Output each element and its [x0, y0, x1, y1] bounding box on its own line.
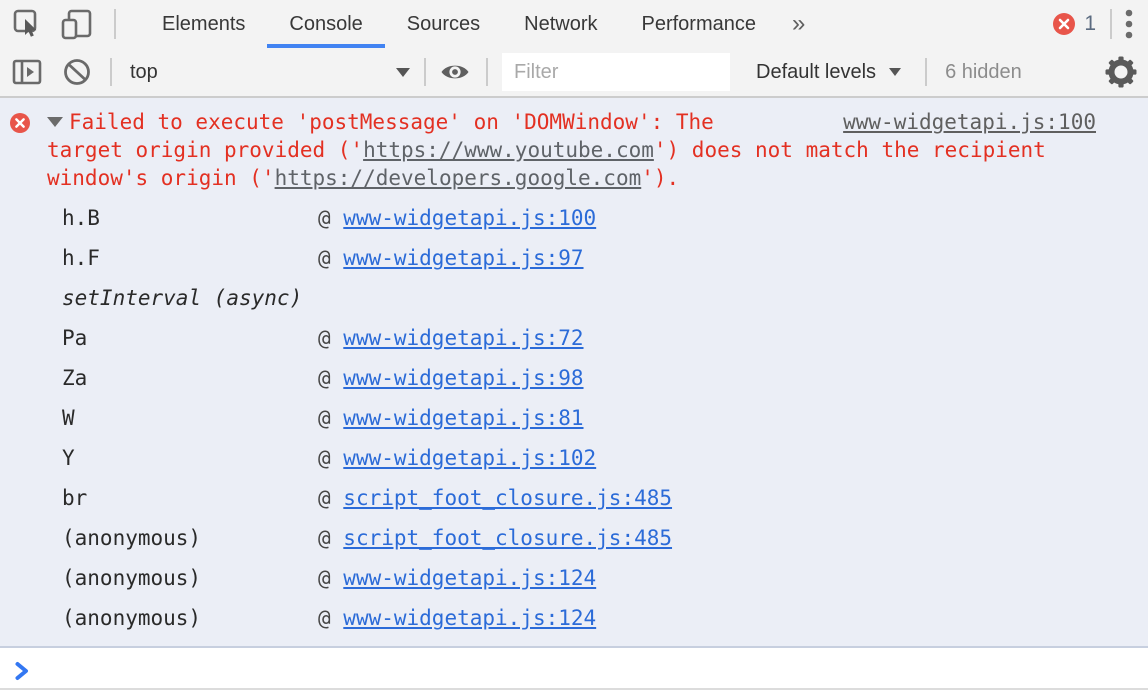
- stack-frame-at: @: [318, 446, 344, 470]
- stack-frame-link[interactable]: www-widgetapi.js:100: [343, 206, 597, 230]
- tab-label: Console: [289, 12, 363, 35]
- toolbar-separator: [114, 9, 116, 39]
- kebab-menu-icon[interactable]: [1124, 9, 1134, 39]
- stack-frame-at: @: [318, 246, 344, 270]
- panel-tabs: Elements Console Sources Network Perform…: [140, 0, 778, 48]
- stack-frame-fn: h.B: [62, 206, 100, 230]
- stack-frame-row: Y @ www-widgetapi.js:102: [0, 438, 1148, 478]
- settings-gear-icon[interactable]: [1104, 55, 1138, 89]
- stack-frame-row: Pa @ www-widgetapi.js:72: [0, 318, 1148, 358]
- error-line-2: target origin provided (': [47, 138, 364, 162]
- stack-frame-link[interactable]: www-widgetapi.js:97: [343, 246, 584, 270]
- stack-frame-link[interactable]: www-widgetapi.js:124: [343, 566, 597, 590]
- stack-frame-link[interactable]: www-widgetapi.js:98: [343, 366, 584, 390]
- active-tab-underline: [267, 44, 385, 48]
- console-error-message[interactable]: www-widgetapi.js:100 Failed to execute '…: [0, 98, 1148, 648]
- dropdown-caret-icon: [396, 67, 410, 77]
- console-prompt[interactable]: [0, 648, 1148, 682]
- stack-frame-row: h.B @ www-widgetapi.js:100: [0, 198, 1148, 238]
- error-message-text: www-widgetapi.js:100 Failed to execute '…: [0, 106, 1148, 194]
- stack-frame-fn: h.F: [62, 246, 100, 270]
- context-label: top: [130, 60, 158, 83]
- stack-frame-at: @: [318, 406, 344, 430]
- execution-context-selector[interactable]: top: [130, 61, 410, 84]
- stack-frame-link[interactable]: www-widgetapi.js:72: [343, 326, 584, 350]
- error-source-link[interactable]: www-widgetapi.js:100: [843, 110, 1096, 134]
- prompt-chevron-icon: [15, 662, 28, 680]
- stack-frame-fn: setInterval (async): [62, 286, 303, 310]
- more-tabs-icon[interactable]: »: [792, 10, 806, 37]
- error-line-3: window's origin (': [47, 166, 275, 190]
- stack-frame-at: @: [318, 566, 344, 590]
- stack-frame-row: (anonymous) @ www-widgetapi.js:124: [0, 558, 1148, 598]
- stack-frame-link[interactable]: www-widgetapi.js:102: [343, 446, 597, 470]
- tab-elements[interactable]: Elements: [140, 0, 267, 48]
- stack-frame-at: @: [318, 206, 344, 230]
- stack-frame-fn: (anonymous): [62, 526, 202, 550]
- stack-frame-at: @: [318, 326, 344, 350]
- error-line-2-tail: ') does not match the recipient: [653, 138, 1046, 162]
- error-line-1: Failed to execute 'postMessage' on 'DOMW…: [69, 110, 714, 134]
- stack-frame-fn: (anonymous): [62, 566, 202, 590]
- error-line-3-tail: ').: [641, 166, 680, 190]
- stack-frame-row: br @ script_foot_closure.js:485: [0, 478, 1148, 518]
- error-counter[interactable]: 1: [1053, 12, 1096, 36]
- stack-frame-row: h.F @ www-widgetapi.js:97: [0, 238, 1148, 278]
- stack-frame-fn: Pa: [62, 326, 88, 350]
- eye-icon[interactable]: [440, 61, 470, 83]
- log-levels-selector[interactable]: Default levels: [756, 60, 902, 84]
- stack-frame-fn: br: [62, 486, 88, 510]
- stack-frame-row: (anonymous) @ www-widgetapi.js:124: [0, 598, 1148, 638]
- stack-frame-fn: Za: [62, 366, 88, 390]
- hidden-messages-label: 6 hidden: [945, 60, 1022, 83]
- stack-frame-at: @: [318, 486, 344, 510]
- error-url-link[interactable]: https://www.youtube.com: [363, 138, 654, 162]
- clear-console-icon[interactable]: [62, 57, 92, 87]
- tab-performance[interactable]: Performance: [620, 0, 779, 48]
- levels-label: Default levels: [756, 60, 877, 83]
- toolbar-separator: [925, 58, 928, 86]
- stack-frame-row: (anonymous) @ script_foot_closure.js:485: [0, 518, 1148, 558]
- error-badge-icon: [1053, 13, 1076, 35]
- stack-frame-link[interactable]: script_foot_closure.js:485: [343, 526, 673, 550]
- tab-network[interactable]: Network: [502, 0, 619, 48]
- stack-frame-row: W @ www-widgetapi.js:81: [0, 398, 1148, 438]
- stack-frame-row: Za @ www-widgetapi.js:98: [0, 358, 1148, 398]
- toolbar-separator: [110, 58, 112, 86]
- tab-label: Network: [524, 12, 598, 35]
- console-toolbar: top Default levels 6 hidden: [0, 48, 1148, 98]
- stack-frame-link[interactable]: www-widgetapi.js:81: [343, 406, 584, 430]
- stack-frame-link[interactable]: www-widgetapi.js:124: [343, 606, 597, 630]
- stack-frame-at: @: [318, 526, 344, 550]
- expand-triangle-icon[interactable]: [47, 117, 63, 127]
- error-icon: [10, 112, 30, 140]
- devtools-tab-bar: Elements Console Sources Network Perform…: [0, 0, 1148, 48]
- stack-frame-at: @: [318, 606, 344, 630]
- error-count-label: 1: [1084, 12, 1096, 35]
- stack-frame-fn: (anonymous): [62, 606, 202, 630]
- error-url-link[interactable]: https://developers.google.com: [274, 166, 642, 190]
- filter-input[interactable]: [502, 53, 730, 91]
- tab-console[interactable]: Console: [267, 0, 385, 48]
- console-sidebar-icon[interactable]: [12, 58, 42, 86]
- stack-frame-at: @: [318, 366, 344, 390]
- stack-frame-fn: W: [62, 406, 75, 430]
- stack-frame-fn: Y: [62, 446, 75, 470]
- inspect-element-icon[interactable]: [12, 8, 44, 40]
- stack-trace: h.B @ www-widgetapi.js:100 h.F @ www-widge…: [0, 198, 1148, 638]
- tab-label: Performance: [641, 12, 757, 35]
- tab-label: Elements: [162, 12, 246, 35]
- tab-label: Sources: [406, 12, 481, 35]
- toolbar-separator: [486, 58, 488, 86]
- stack-frame-link[interactable]: script_foot_closure.js:485: [343, 486, 673, 510]
- toolbar-separator: [424, 58, 426, 86]
- device-toolbar-icon[interactable]: [60, 7, 94, 41]
- stack-frame-row: setInterval (async): [0, 278, 1148, 318]
- toolbar-separator: [1110, 9, 1112, 39]
- console-messages-pane: www-widgetapi.js:100 Failed to execute '…: [0, 98, 1148, 688]
- dropdown-caret-icon: [889, 68, 902, 76]
- tab-sources[interactable]: Sources: [385, 0, 502, 48]
